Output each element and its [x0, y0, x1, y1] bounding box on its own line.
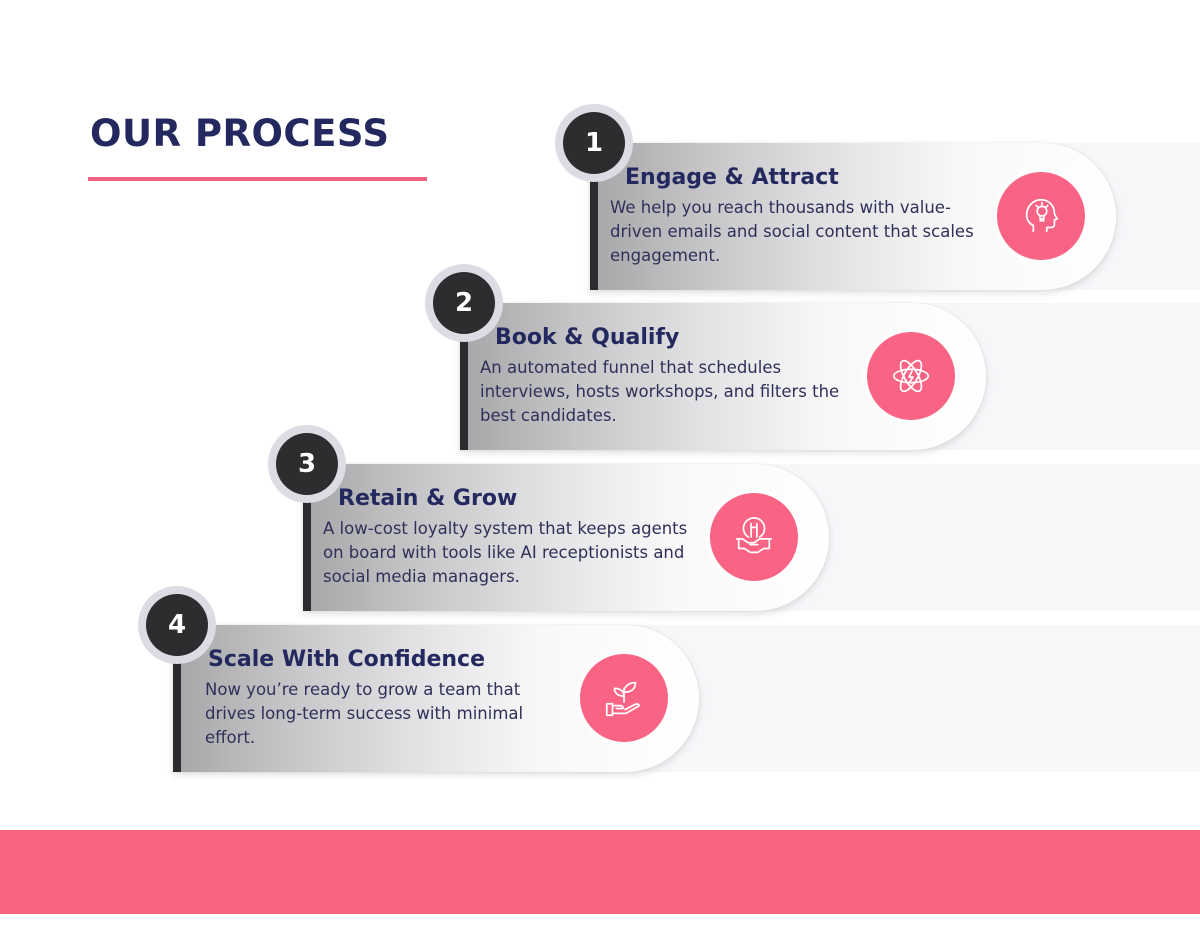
step-number-badge: 3 [268, 425, 346, 503]
step-description: We help you reach thousands with value-d… [610, 198, 974, 265]
step-icon-circle [710, 493, 798, 581]
process-step-1: 1 Engage & Attract We help you reach tho… [555, 104, 1116, 290]
step-number: 3 [276, 433, 338, 495]
head-lightbulb-icon [1025, 198, 1059, 233]
step-number: 2 [433, 272, 495, 334]
title-underline [88, 177, 427, 181]
step-number-badge: 2 [425, 264, 503, 342]
step-number: 1 [563, 112, 625, 174]
lightbulb-handshake-icon [735, 516, 773, 554]
step-title: Engage & Attract [625, 165, 839, 190]
step-icon-circle [997, 172, 1085, 260]
step-bar [303, 464, 311, 611]
footer-band [0, 830, 1200, 914]
page-title: OUR PROCESS [90, 112, 390, 155]
process-step-3: 3 Retain & Grow A low-cost loyalty syste… [268, 425, 829, 611]
step-description: A low-cost loyalty system that keeps age… [323, 519, 688, 586]
step-bar [590, 143, 598, 290]
step-title: Scale With Confidence [208, 647, 486, 672]
hand-plant-icon [605, 681, 641, 717]
step-bar [173, 625, 181, 772]
step-number-badge: 1 [555, 104, 633, 182]
step-number-badge: 4 [138, 586, 216, 664]
step-number: 4 [146, 594, 208, 656]
step-bar [460, 303, 468, 450]
atom-icon [892, 359, 930, 393]
step-icon-circle [867, 332, 955, 420]
process-step-4: 4 Scale With Confidence Now you’re ready… [138, 586, 699, 772]
step-description: Now you’re ready to grow a team that dri… [205, 680, 524, 747]
step-title: Book & Qualify [495, 325, 680, 350]
step-icon-circle [580, 654, 668, 742]
step-description: An automated funnel that schedules inter… [480, 358, 840, 425]
process-step-2: 2 Book & Qualify An automated funnel tha… [425, 264, 986, 450]
step-title: Retain & Grow [338, 486, 518, 511]
